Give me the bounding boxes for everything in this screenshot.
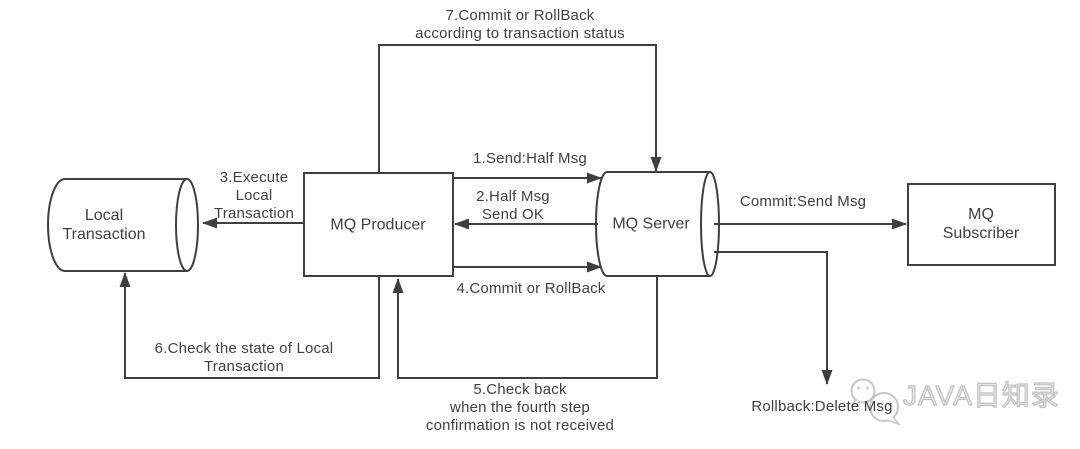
edge-label-step2: 2.Half Msg Send OK: [476, 188, 550, 223]
edge-label-step7: 7.Commit or RollBack according to transa…: [415, 7, 625, 42]
mq-subscriber-box: [907, 183, 1056, 266]
edge-step7-arrow: [378, 44, 662, 173]
mq-server-store: [595, 171, 720, 277]
edge-label-step6: 6.Check the state of Local Transaction: [154, 340, 334, 375]
edge-step5-arrow: [392, 277, 658, 379]
watermark-text: JAVA日知录: [902, 379, 1060, 411]
edge-label-commit: Commit:Send Msg: [739, 193, 867, 210]
edge-label-rollback: Rollback:Delete Msg: [751, 398, 893, 415]
edge-label-step3: 3.Execute Local Transaction: [213, 169, 295, 222]
local-transaction-cylinder: [47, 178, 199, 272]
mq-producer-box: [303, 172, 454, 277]
mq-subscriber-label: MQ Subscriber: [942, 206, 1020, 242]
local-transaction-label: Local Transaction: [62, 207, 146, 243]
edge-rollback-arrow: [714, 251, 833, 385]
edge-label-step1: 1.Send:Half Msg: [473, 150, 587, 167]
mq-server-label: MQ Server: [612, 215, 690, 233]
edge-label-step4: 4.Commit or RollBack: [456, 280, 606, 297]
edge-step6-arrow: [119, 272, 380, 379]
wechat-icon: [850, 378, 902, 426]
mq-producer-label: MQ Producer: [330, 216, 426, 234]
edge-label-step5: 5.Check back when the fourth step confir…: [425, 381, 615, 434]
